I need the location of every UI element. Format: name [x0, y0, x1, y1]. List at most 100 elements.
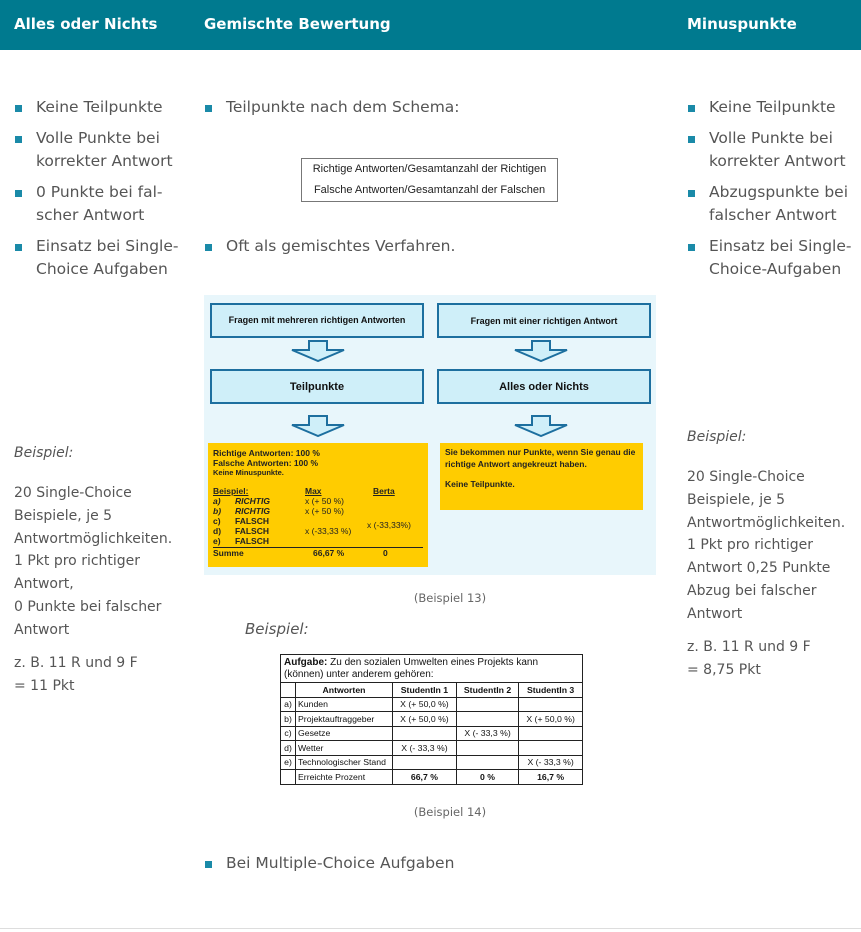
cell: a) — [281, 696, 296, 712]
left-bullet: 0 Punkte bei fal­scher Antwort — [14, 181, 184, 227]
yellow-left-line: Richtige Antworten: 100 % — [213, 448, 320, 458]
cell: X (+ 50,0 %) — [392, 711, 457, 727]
header-cell — [281, 683, 296, 698]
left-bullet: Volle Punkte bei korrekter Antwort — [14, 127, 184, 173]
right-example-title: Beispiel: — [687, 429, 747, 445]
box-single-correct: Fragen mit einer richtigen Antwort — [437, 303, 651, 338]
row-max: x (+ 50 %) — [305, 496, 344, 506]
header-gemischte-bewertung: Gemischte Bewertung — [204, 15, 391, 33]
answer-grid: Antworten StudentIn 1 StudentIn 2 Studen… — [281, 683, 582, 784]
left-example-line: 20 Single-Choice — [14, 485, 132, 501]
cell: Gesetze — [295, 725, 393, 741]
cell — [518, 696, 582, 712]
formula-box: Richtige Antworten/Gesamtanzahl der Rich… — [301, 158, 558, 202]
yellow-left-head: Beispiel: Max Berta — [213, 486, 423, 496]
row-answer: FALSCH — [235, 516, 269, 526]
sum-berta: 0 — [383, 548, 388, 558]
right-example-line: 1 Pkt pro richtiger — [687, 537, 814, 554]
yellow-right-text: Sie bekommen nur Punkte, wenn Sie genau … — [445, 447, 636, 469]
table-header-row: Antworten StudentIn 1 StudentIn 2 Studen… — [281, 683, 582, 698]
yellow-left-row: a) RICHTIG x (+ 50 %) — [213, 496, 423, 506]
yellow-left-head-beispiel: Beispiel: — [213, 486, 249, 496]
table-header: Alles oder Nichts Gemischte Bewertung Mi… — [0, 0, 861, 50]
row-answer: FALSCH — [235, 526, 269, 536]
right-example-line: Antwortmöglichkeiten. — [687, 514, 846, 531]
formula-line-1: Richtige Antworten/Gesamtanzahl der Rich… — [312, 163, 547, 175]
left-example-line: Antwort, — [14, 576, 74, 593]
middle-example-title: Beispiel: — [245, 620, 309, 638]
cell: 66,7 % — [392, 769, 457, 784]
left-example-title: Beispiel: — [14, 445, 74, 461]
left-bullet: Keine Teilpunkte — [14, 96, 184, 119]
middle-bullet: Oft als gemischtes Verfahren. — [204, 235, 644, 258]
box-alles-oder-nichts: Alles oder Nichts — [437, 369, 651, 404]
left-result-text: z. B. 11 R und 9 F = 11 Pkt — [14, 652, 189, 698]
yellow-box-alles-oder-nichts: Sie bekommen nur Punkte, wenn Sie genau … — [440, 443, 643, 510]
table-row: c) Gesetze X (- 33,3 %) — [281, 725, 582, 741]
right-result-line: = 8,75 Pkt — [687, 661, 761, 678]
cell — [455, 711, 520, 727]
cell: X (- 33,3 %) — [392, 740, 457, 756]
table-row: a) Kunden X (+ 50,0 %) — [281, 696, 582, 712]
caption-beispiel-14: (Beispiel 14) — [413, 805, 487, 819]
right-bullet: Einsatz bei Single-Choice-Aufgaben — [687, 235, 852, 281]
yellow-left-row: c) FALSCH x (-33,33%) — [213, 516, 423, 530]
middle-bullet: Bei Multiple-Choice Aufgaben — [204, 852, 644, 875]
header-alles-oder-nichts: Alles oder Nichts — [14, 15, 158, 33]
cell: 0 % — [455, 769, 520, 784]
left-bullet: Einsatz bei Single-Choice Aufgaben — [14, 235, 184, 281]
right-example-line: Antwort 0,25 Punkte — [687, 560, 831, 577]
yellow-left-line: Keine Minuspunkte. — [213, 468, 284, 477]
left-example-line: Antwortmöglichkeiten. — [14, 530, 173, 547]
row-answer: RICHTIG — [235, 506, 270, 516]
yellow-left-row: b) RICHTIG x (+ 50 %) — [213, 506, 423, 516]
right-example-line: 20 Single-Choice — [687, 469, 805, 485]
yellow-left-row: d) FALSCH x (-33,33 %) — [213, 526, 423, 536]
cell — [392, 754, 457, 770]
left-column: Keine Teilpunkte Volle Punkte bei korrek… — [14, 96, 184, 289]
down-arrow-icon — [514, 340, 568, 362]
row-max: x (-33,33 %) — [305, 526, 352, 536]
right-bullet-list: Keine Teilpunkte Volle Punkte bei korrek… — [687, 96, 852, 281]
answer-table: Aufgabe: Zu den sozialen Umwelten eines … — [280, 654, 583, 785]
cell — [518, 740, 582, 756]
table-row: b) Projektauftraggeber X (+ 50,0 %) X (+… — [281, 711, 582, 727]
row-key: b) — [213, 506, 222, 516]
row-max: x (+ 50 %) — [305, 506, 344, 516]
header-cell: StudentIn 3 — [518, 683, 582, 698]
right-result-line: z. B. 11 R und 9 F — [687, 639, 811, 655]
right-bullet: Keine Teilpunkte — [687, 96, 852, 119]
caption-beispiel-13: (Beispiel 13) — [413, 591, 487, 605]
header-cell: Antworten — [295, 683, 393, 698]
yellow-left-sum: Summe 66,67 % 0 — [213, 547, 423, 559]
cell: X (+ 50,0 %) — [518, 711, 582, 727]
cell — [392, 725, 457, 741]
row-key: a) — [213, 496, 221, 506]
header-cell: StudentIn 1 — [392, 683, 457, 698]
cell: b) — [281, 711, 296, 727]
sum-max: 66,67 % — [313, 548, 345, 558]
box-multiple-correct: Fragen mit mehreren richtigen Antworten — [210, 303, 424, 338]
yellow-left-line: Falsche Antworten: 100 % — [213, 458, 319, 468]
down-arrow-icon — [514, 415, 568, 437]
row-answer: FALSCH — [235, 536, 269, 546]
right-column: Keine Teilpunkte Volle Punkte bei korrek… — [687, 96, 852, 289]
cell — [455, 740, 520, 756]
yellow-left-head-max: Max — [305, 486, 322, 496]
cell: X (- 33,3 %) — [455, 725, 520, 741]
task-text: Zu den sozialen Umwelten eines Projekts … — [284, 657, 539, 680]
right-result-text: z. B. 11 R und 9 F = 8,75 Pkt — [687, 636, 859, 682]
down-arrow-icon — [291, 340, 345, 362]
left-result-line: z. B. 11 R und 9 F — [14, 655, 138, 671]
cell: 16,7 % — [518, 769, 582, 784]
bottom-divider — [0, 928, 861, 929]
cell: Kunden — [295, 696, 393, 712]
yellow-right-text2: Keine Teilpunkte. — [445, 479, 515, 489]
cell: Wetter — [295, 740, 393, 756]
cell: Technologischer Stand — [295, 754, 393, 770]
left-example-line: Beispiele, je 5 — [14, 507, 113, 524]
yellow-left-head-berta: Berta — [373, 486, 395, 496]
box-teilpunkte: Teilpunkte — [210, 369, 424, 404]
header-minuspunkte: Minuspunkte — [687, 15, 797, 33]
cell: X (- 33,3 %) — [518, 754, 582, 770]
